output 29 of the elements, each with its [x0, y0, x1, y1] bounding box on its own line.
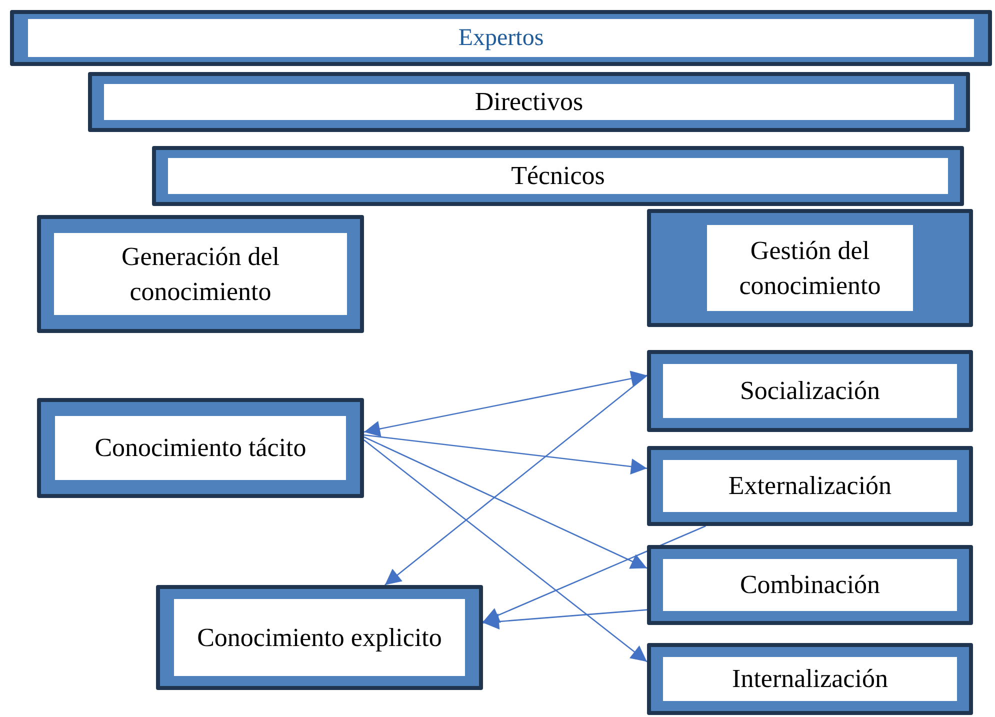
box-label: Socialización — [663, 364, 957, 418]
arrow — [482, 609, 648, 630]
frame-box — [647, 350, 973, 432]
box-label: Generación del conocimiento — [54, 233, 347, 315]
arrow — [364, 439, 648, 662]
frame-box — [647, 209, 973, 327]
frame-box — [647, 545, 973, 625]
arrow — [482, 525, 706, 623]
box-label: Técnicos — [168, 158, 948, 194]
box-label: Expertos — [28, 19, 974, 57]
box-label: Conocimiento explicito — [174, 599, 465, 676]
frame-box — [152, 146, 964, 206]
arrow — [384, 374, 648, 586]
frame-box — [647, 446, 973, 526]
frame-box — [10, 10, 992, 66]
arrow — [364, 436, 648, 569]
frame-box — [37, 215, 364, 333]
frame-box — [647, 643, 973, 715]
frame-box — [156, 585, 483, 690]
frame-box — [88, 72, 970, 132]
box-label: Gestión del conocimiento — [707, 225, 913, 311]
box-label: Directivos — [104, 84, 954, 120]
box-label: Combinación — [663, 559, 957, 611]
box-label: Internalización — [663, 657, 957, 701]
box-label: Externalización — [663, 460, 957, 512]
frame-box — [37, 398, 364, 498]
arrow — [364, 434, 648, 474]
arrow — [364, 370, 648, 437]
box-label: Conocimiento tácito — [55, 416, 346, 480]
